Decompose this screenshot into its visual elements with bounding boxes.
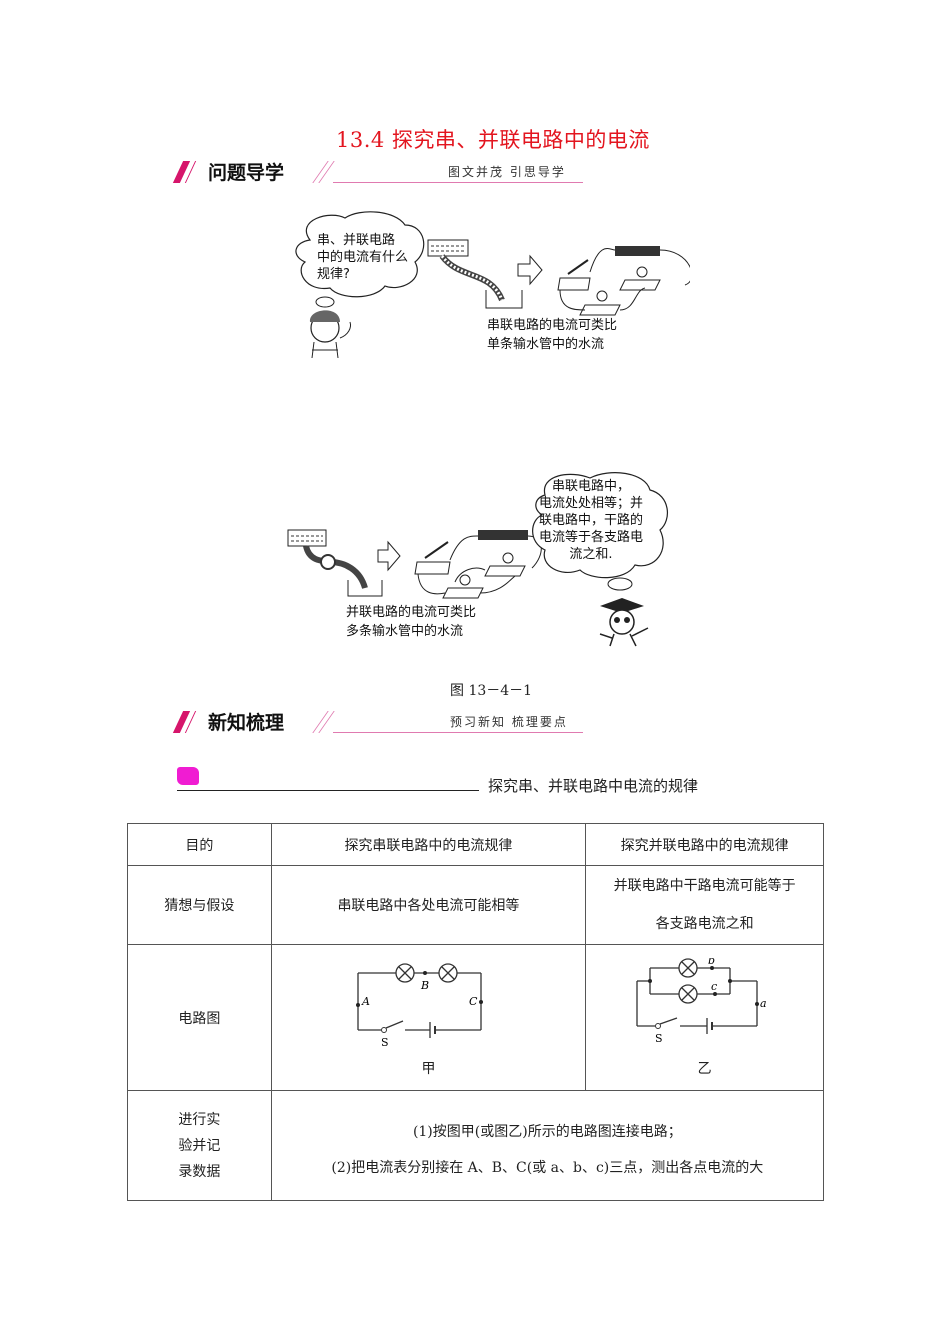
table-row: 猜想与假设 串联电路中各处电流可能相等 并联电路中干路电流可能等于 各支路电流之… xyxy=(127,865,824,945)
series-circuit-cell: A B C S 甲 xyxy=(270,944,587,1091)
series-cell: 串联电路中各处电流可能相等 xyxy=(270,865,587,945)
svg-text:B: B xyxy=(420,979,429,992)
section-bar-icon xyxy=(172,161,191,183)
series-analogy-caption: 串联电路的电流可类比 单条输水管中的水流 xyxy=(487,318,618,352)
parallel-circuit-illustration xyxy=(287,472,668,647)
section-bar-icon xyxy=(172,711,191,733)
svg-text:S: S xyxy=(655,1032,663,1045)
series-circuit-caption: 甲 xyxy=(421,1060,436,1077)
figure-label: 图 13－4－1 xyxy=(450,683,533,699)
table-row: 目的 探究串联电路中的电流规律 探究并联电路中的电流规律 xyxy=(127,823,824,866)
parallel-circuit-caption: 乙 xyxy=(697,1060,712,1077)
section-title: 问题导学 xyxy=(208,162,285,184)
experiment-table: 目的 探究串联电路中的电流规律 探究并联电路中的电流规律 猜想与假设 串联电路中… xyxy=(127,823,825,1201)
section-subtitle: 图文并茂 引思导学 xyxy=(448,165,566,179)
svg-text:A: A xyxy=(361,995,370,1008)
doctor-bubble-text: 串联电路中， 电流处处相等；并 联电路中，干路的 电流等于各支路电 流之和. xyxy=(538,479,643,562)
girl-thought-cloud-illustration xyxy=(295,211,690,359)
table-row: 进行实 验并记 录数据 (1)按图甲(或图乙)所示的电路图连接电路； (2)把电… xyxy=(127,1090,825,1201)
svg-text:c: c xyxy=(711,980,717,993)
section-header-knowledge: 新知梳理 预习新知 梳理要点 xyxy=(172,707,598,737)
table-row: 电路图 A xyxy=(127,944,824,1091)
figure-bottom-panel: 串联电路中， 电流处处相等；并 联电路中，干路的 电流等于各支路电 流之和. 并… xyxy=(270,470,690,650)
section-underline xyxy=(333,182,583,183)
svg-text:a: a xyxy=(760,997,767,1010)
row-head: 猜想与假设 xyxy=(127,865,272,945)
knowledge-point-marker-icon xyxy=(177,767,199,785)
parallel-analogy-caption: 并联电路的电流可类比 多条输水管中的水流 xyxy=(346,605,477,639)
svg-text:C: C xyxy=(469,995,478,1008)
series-cell: 探究串联电路中的电流规律 xyxy=(270,823,587,866)
row-head: 电路图 xyxy=(127,944,272,1091)
girl-bubble-text: 串、并联电路 中的电流有什么 规律? xyxy=(317,233,409,282)
section-subtitle: 预习新知 梳理要点 xyxy=(450,715,568,729)
knowledge-point-underline xyxy=(177,790,479,791)
svg-text:S: S xyxy=(381,1036,389,1048)
row-head: 进行实 验并记 录数据 xyxy=(127,1090,272,1201)
parallel-cell: 探究并联电路中的电流规律 xyxy=(585,823,824,866)
parallel-circuit-diagram: b c a S xyxy=(635,958,767,1045)
section-title: 新知梳理 xyxy=(208,712,285,734)
parallel-cell: 并联电路中干路电流可能等于 各支路电流之和 xyxy=(585,865,824,945)
series-circuit-diagram: A B C S xyxy=(356,962,484,1048)
section-header-guide: 问题导学 图文并茂 引思导学 xyxy=(172,157,598,187)
section-underline xyxy=(333,732,583,733)
figure-top-panel: 串、并联电路 中的电流有什么 规律? 串联电路的电流可类比 单条输水管中的水流 xyxy=(290,210,690,360)
row-head: 目的 xyxy=(127,823,272,866)
page-title: 13.4 探究串、并联电路中的电流 xyxy=(336,128,650,152)
procedure-cell: (1)按图甲(或图乙)所示的电路图连接电路； (2)把电流表分别接在 A、B、C… xyxy=(270,1090,825,1201)
svg-text:b: b xyxy=(708,958,715,967)
parallel-circuit-cell: b c a S 乙 xyxy=(585,944,824,1091)
knowledge-point-title: 探究串、并联电路中电流的规律 xyxy=(488,777,699,795)
